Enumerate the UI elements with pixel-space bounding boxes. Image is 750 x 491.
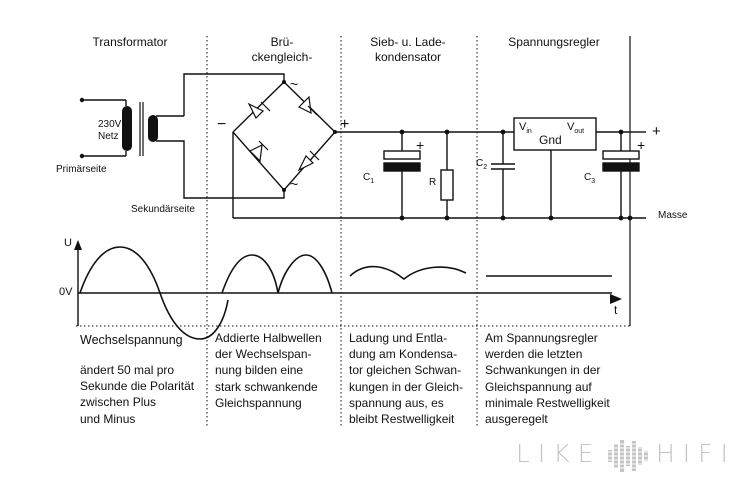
- waveforms: [79, 246, 612, 340]
- likehifi-logo: LIKE HIFI: [516, 438, 730, 474]
- label-230v: 230V: [98, 119, 122, 130]
- label-c1: C1: [363, 172, 374, 185]
- logo-text-right: HIFI: [656, 439, 736, 468]
- label-c3-polarity: +: [637, 137, 646, 153]
- header-rectifier-line1: Brü-: [270, 35, 294, 49]
- label-output-plus: +: [652, 123, 661, 140]
- junction-dots: [399, 129, 633, 221]
- full-wave-rectified: [221, 254, 333, 294]
- logo-text-left: LIKE: [516, 439, 602, 468]
- header-rectifier: Brü- ckengleich-: [222, 35, 342, 65]
- desc-col1: ändert 50 mal pro Sekunde die Polarität …: [80, 363, 195, 426]
- label-vout: Vout: [567, 121, 584, 135]
- label-bridge-plus: +: [340, 116, 350, 133]
- label-ac-top: ~: [290, 76, 299, 92]
- label-vout-sub: out: [574, 128, 585, 136]
- label-secondary: Sekundärseite: [131, 204, 195, 215]
- label-bridge-minus: −: [217, 116, 227, 133]
- desc-col1-title: Wechselspannung: [80, 333, 183, 347]
- primary-wires: [79, 97, 127, 159]
- header-rectifier-line2: ckengleich-: [251, 50, 313, 64]
- label-masse: Masse: [658, 210, 688, 221]
- bridge-rectifier: [232, 80, 337, 218]
- voltage-regulator: [513, 117, 597, 218]
- label-primary: Primärseite: [56, 164, 107, 175]
- label-c3: C3: [584, 172, 595, 185]
- label-c2-sub: 2: [483, 164, 488, 171]
- label-r: R: [429, 177, 437, 188]
- ac-sine-wave: [79, 246, 229, 340]
- resistor-r: [440, 132, 454, 218]
- header-filter-line2: kondensator: [374, 50, 442, 64]
- header-filter-line1: Sieb- u. Lade-: [370, 35, 446, 49]
- column-separators: [206, 36, 478, 426]
- ripple-voltage: [349, 265, 467, 281]
- label-vin-sub: in: [526, 128, 532, 136]
- label-ac-bottom: ~: [290, 176, 299, 192]
- label-c1-main: C: [363, 172, 371, 183]
- label-c1-polarity: +: [416, 137, 425, 153]
- label-netz: Netz: [98, 131, 119, 142]
- header-regulator: Spannungsregler: [508, 35, 600, 49]
- desc-col2: Addierte Halbwellen der Wechselspan- nun…: [215, 331, 322, 410]
- secondary-wires: [156, 73, 285, 199]
- header-transformer: Transformator: [92, 35, 168, 49]
- label-vout-main: V: [567, 121, 575, 133]
- label-c3-main: C: [584, 172, 592, 183]
- capacitor-c2: [491, 132, 515, 218]
- desc-col4: Am Spannungsregler werden die letzten Sc…: [485, 331, 610, 427]
- label-c2-main: C: [476, 158, 484, 169]
- capacitor-c3: [602, 132, 640, 218]
- capacitor-c1: [383, 132, 421, 218]
- label-vin-main: V: [519, 121, 527, 133]
- logo-equalizer-icon: [608, 440, 648, 472]
- label-vin: Vin: [519, 121, 532, 135]
- label-c3-sub: 3: [591, 178, 596, 185]
- header-filter: Sieb- u. Lade- kondensator: [348, 35, 468, 65]
- label-c1-sub: 1: [370, 178, 375, 185]
- graph-label-t: t: [614, 303, 618, 317]
- label-gnd: Gnd: [539, 133, 562, 147]
- graph-axes: [74, 240, 622, 326]
- transformer-symbol: [122, 102, 158, 156]
- graph-label-0v: 0V: [59, 286, 73, 298]
- graph-label-u: U: [64, 237, 72, 249]
- label-c2: C2: [476, 158, 487, 171]
- desc-col3: Ladung und Entla- dung am Kondensa- tor …: [349, 331, 464, 427]
